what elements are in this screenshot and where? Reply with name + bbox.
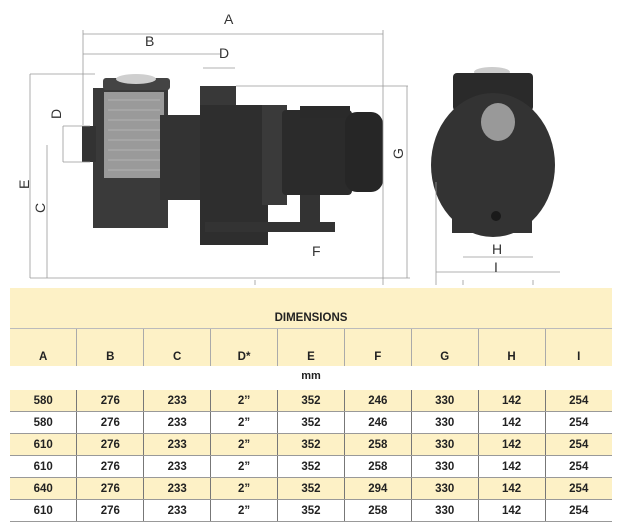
pump-front-view [431, 67, 555, 237]
table-cell: 254 [544, 433, 612, 456]
unit-label: mm [301, 370, 321, 382]
dimension-lines [29, 30, 560, 285]
table-cell: 233 [143, 390, 211, 412]
table-cell: 330 [410, 455, 479, 478]
dim-label-e: E [16, 180, 32, 189]
table-cell: 142 [477, 455, 545, 478]
table-cell: 294 [343, 477, 412, 500]
table-cell: 254 [544, 455, 612, 478]
column-header: A [10, 328, 77, 366]
column-header: I [544, 328, 612, 366]
table-cell: 258 [343, 499, 412, 522]
table-cell: 142 [477, 499, 545, 522]
table-header-row: A B C D* E F G H I [10, 328, 612, 366]
table-cell: 640 [10, 477, 77, 500]
pump-dimension-diagram: A B D D E C G F H I [16, 11, 560, 285]
dim-label-g: G [390, 148, 406, 159]
table-cell: 580 [10, 390, 77, 412]
dim-label-d-top: D [219, 45, 229, 61]
table-cell: 2” [210, 499, 278, 522]
table-title: DIMENSIONS [10, 288, 612, 329]
column-header: H [477, 328, 545, 366]
table-cell: 142 [477, 433, 545, 456]
table-cell: 580 [10, 411, 77, 434]
table-cell: 2” [210, 411, 278, 434]
table-cell: 2” [210, 477, 278, 500]
dim-label-b: B [145, 33, 154, 49]
table-cell: 276 [76, 455, 144, 478]
table-cell: 142 [477, 411, 545, 434]
table-cell: 610 [10, 499, 77, 522]
table-cell: 258 [343, 455, 412, 478]
dim-label-f: F [312, 243, 321, 259]
table-cell: 330 [410, 433, 479, 456]
table-cell: 233 [143, 433, 211, 456]
dim-label-c: C [32, 203, 48, 213]
table-cell: 352 [277, 455, 345, 478]
dim-label-h: H [492, 241, 502, 257]
table-cell: 330 [410, 411, 479, 434]
table-cell: 233 [143, 411, 211, 434]
column-header: C [143, 328, 211, 366]
column-header: E [277, 328, 345, 366]
table-cell: 330 [410, 477, 479, 500]
table-cell: 276 [76, 390, 144, 412]
table-cell: 330 [410, 499, 479, 522]
table-cell: 254 [544, 477, 612, 500]
table-cell: 246 [343, 390, 412, 412]
table-cell: 254 [544, 390, 612, 412]
table-cell: 254 [544, 499, 612, 522]
table-cell: 276 [76, 411, 144, 434]
table-cell: 330 [410, 390, 479, 412]
table-cell: 233 [143, 499, 211, 522]
table-cell: 2’’ [210, 390, 278, 412]
table-cell: 142 [477, 390, 545, 412]
table-cell: 610 [10, 433, 77, 456]
table-cell: 352 [277, 390, 345, 412]
column-header: G [410, 328, 479, 366]
dim-label-a: A [224, 11, 234, 27]
table-cell: 258 [343, 433, 412, 456]
table-cell: 610 [10, 455, 77, 478]
table-cell: 276 [76, 477, 144, 500]
table-cell: 2” [210, 433, 278, 456]
table-cell: 352 [277, 499, 345, 522]
table-cell: 276 [76, 499, 144, 522]
table-cell: 233 [143, 477, 211, 500]
pump-side-view [82, 74, 383, 280]
column-header: B [76, 328, 144, 366]
table-cell: 254 [544, 411, 612, 434]
column-header: D* [210, 328, 278, 366]
table-cell: 352 [277, 477, 345, 500]
table-cell: 2” [210, 455, 278, 478]
table-cell: 276 [76, 433, 144, 456]
column-header: F [343, 328, 412, 366]
table-cell: 352 [277, 411, 345, 434]
dim-label-d-side: D [48, 109, 64, 119]
dim-label-i: I [494, 259, 498, 275]
table-cell: 352 [277, 433, 345, 456]
table-cell: 233 [143, 455, 211, 478]
table-cell: 142 [477, 477, 545, 500]
table-cell: 246 [343, 411, 412, 434]
